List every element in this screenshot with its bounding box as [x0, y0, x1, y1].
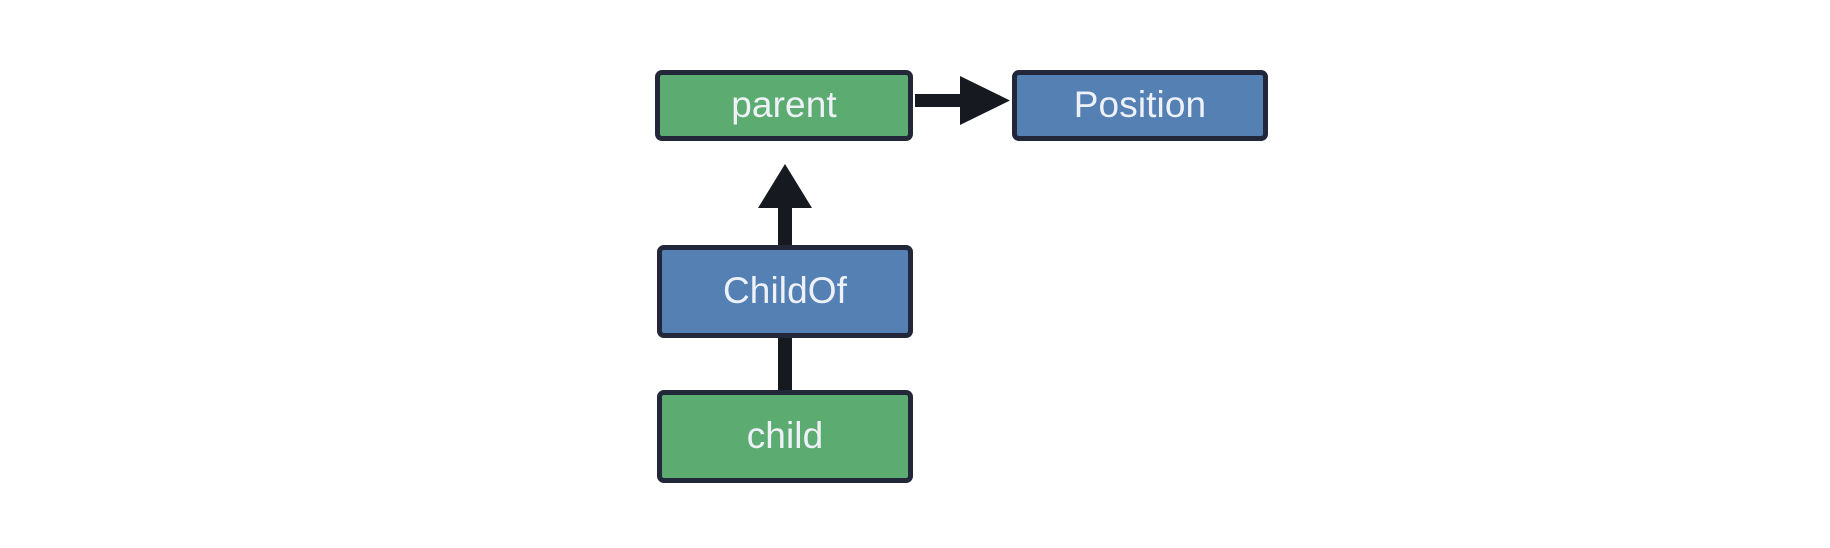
edge-parent-to-position	[915, 76, 1010, 125]
node-parent-label: parent	[731, 84, 837, 125]
node-parent[interactable]: parent	[655, 70, 913, 141]
node-position-label: Position	[1073, 84, 1207, 125]
node-childof[interactable]: ChildOf	[657, 245, 913, 338]
node-child-label: child	[746, 415, 824, 456]
node-child[interactable]: child	[657, 390, 913, 483]
edge-childof-to-parent	[758, 164, 812, 248]
node-childof-label: ChildOf	[722, 270, 848, 311]
edge-child-to-childof	[778, 334, 792, 394]
node-position[interactable]: Position	[1012, 70, 1268, 141]
